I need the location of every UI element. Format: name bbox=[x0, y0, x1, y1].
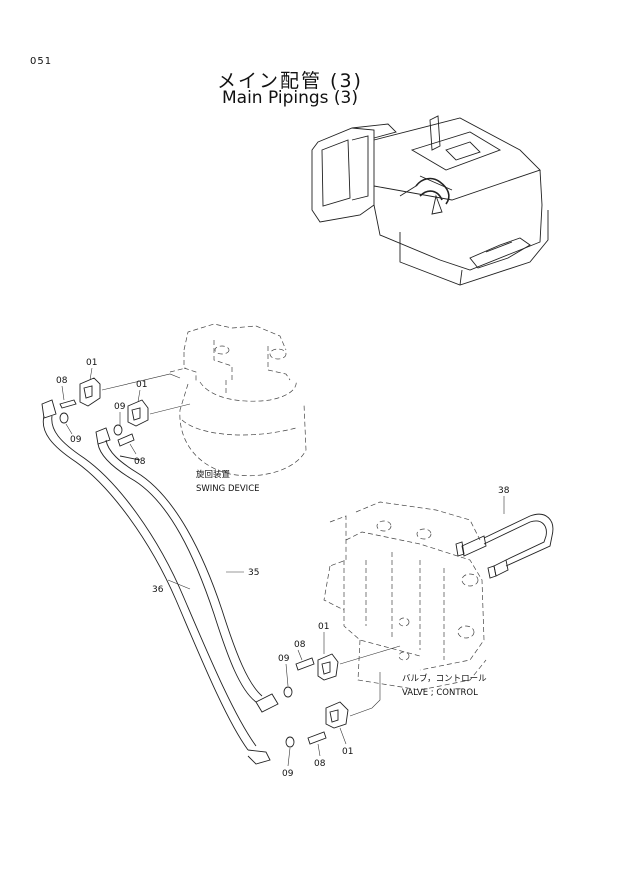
label-36: 36 bbox=[152, 585, 164, 595]
label-08-d: 08 bbox=[314, 759, 326, 769]
label-09-c: 09 bbox=[278, 654, 290, 664]
hose-38 bbox=[455, 513, 554, 579]
label-09-b: 09 bbox=[70, 435, 82, 445]
lower-fittings bbox=[283, 645, 401, 748]
label-08-c: 08 bbox=[294, 640, 306, 650]
valve-control-label-jp: バルブ，コントロール bbox=[402, 673, 487, 684]
label-09-d: 09 bbox=[282, 769, 294, 779]
swing-device-label-en: SWING DEVICE bbox=[196, 484, 260, 494]
swing-device-outline bbox=[169, 323, 307, 477]
upper-fittings bbox=[59, 373, 191, 447]
valve-control-label-en: VALVE ; CONTROL bbox=[402, 688, 478, 698]
label-35: 35 bbox=[248, 568, 259, 578]
part-number-callouts bbox=[61, 367, 505, 767]
control-valve-outline bbox=[323, 501, 487, 691]
hose-35 bbox=[95, 427, 279, 713]
title-japanese: メイン配管 (3) bbox=[217, 70, 363, 92]
label-01-b: 01 bbox=[136, 380, 147, 390]
page-number: 051 bbox=[30, 56, 53, 67]
label-08-b: 08 bbox=[134, 457, 146, 467]
label-38: 38 bbox=[498, 486, 510, 496]
label-09-a: 09 bbox=[114, 402, 126, 412]
excavator-locator-illustration bbox=[311, 115, 549, 286]
hose-36 bbox=[41, 399, 271, 765]
label-01-c: 01 bbox=[318, 622, 329, 632]
swing-device-label-jp: 旋回装置 bbox=[196, 469, 231, 480]
title-english: Main Pipings (3) bbox=[221, 88, 358, 108]
label-01-d: 01 bbox=[342, 747, 353, 757]
label-08-a: 08 bbox=[56, 376, 68, 386]
label-01-a: 01 bbox=[86, 358, 97, 368]
